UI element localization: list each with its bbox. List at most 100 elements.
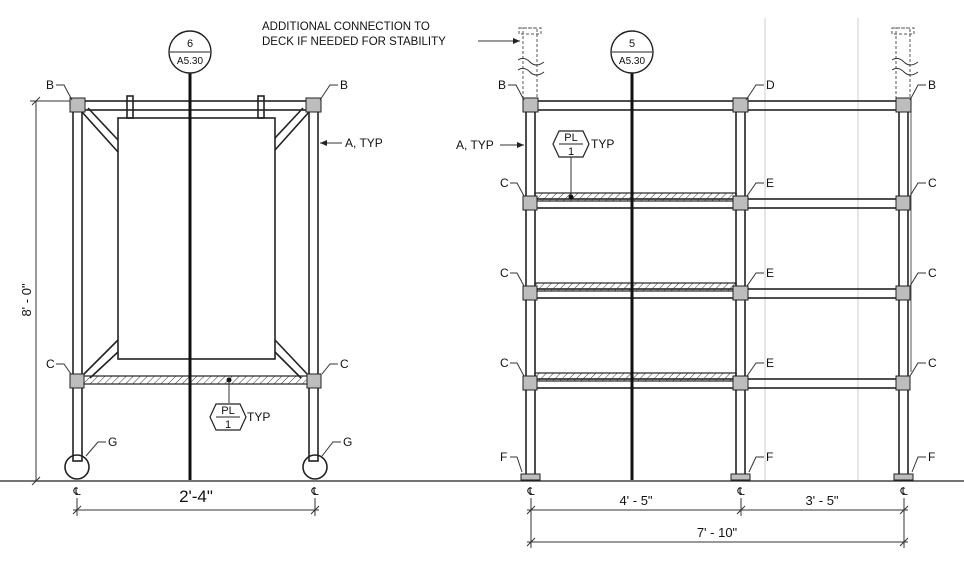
dimension-tick bbox=[31, 476, 41, 486]
connection-plate-c bbox=[69, 373, 85, 389]
section-number: 6 bbox=[187, 38, 193, 50]
leader-line bbox=[909, 362, 926, 377]
connection-plate-c bbox=[522, 285, 538, 301]
shelf-plate bbox=[534, 282, 737, 292]
break-symbol bbox=[517, 67, 545, 76]
leader-line bbox=[909, 182, 926, 197]
left-bay-dimension: 4' - 5" bbox=[619, 493, 652, 508]
hanger-hook bbox=[257, 95, 265, 119]
brace bbox=[274, 111, 310, 151]
callout-f: F bbox=[766, 450, 773, 464]
connection-plate-b bbox=[305, 97, 322, 113]
leader-line bbox=[508, 84, 525, 101]
leader-line bbox=[746, 272, 764, 287]
connection-plate-b bbox=[522, 97, 539, 113]
dimension-tick bbox=[31, 96, 41, 106]
caster-wheel bbox=[64, 454, 90, 480]
section-number: 5 bbox=[629, 38, 635, 50]
leader-line bbox=[909, 272, 926, 287]
callout-b: B bbox=[928, 78, 936, 92]
svg-text:DECK IF NEEDED FOR STABILITY: DECK IF NEEDED FOR STABILITY bbox=[262, 36, 446, 48]
leader-line bbox=[909, 84, 926, 101]
dimension-tick bbox=[526, 537, 536, 547]
top-beam bbox=[77, 100, 315, 111]
centerline-symbol: ℄ bbox=[736, 486, 744, 498]
callout-c: C bbox=[46, 357, 55, 371]
callout-c: C bbox=[928, 176, 937, 190]
connection-plate-c bbox=[306, 373, 322, 389]
leader-line bbox=[746, 362, 764, 377]
brace bbox=[81, 111, 119, 153]
svg-text:ADDITIONAL CONNECTION TO: ADDITIONAL CONNECTION TO bbox=[262, 21, 430, 33]
dimension-tick bbox=[899, 537, 909, 547]
svg-text:PL: PL bbox=[221, 405, 234, 417]
callout-b: B bbox=[46, 78, 54, 92]
plate-tag-left: PL 1 TYP bbox=[209, 403, 270, 431]
leader-line bbox=[745, 84, 764, 101]
callout-c: C bbox=[928, 356, 937, 370]
svg-text:TYP: TYP bbox=[591, 137, 614, 151]
brace bbox=[89, 351, 119, 379]
hanger-hook bbox=[126, 95, 134, 119]
callout-a-typ: A, TYP bbox=[345, 136, 383, 150]
deck-connection-cap bbox=[891, 27, 915, 35]
connection-plate-b bbox=[69, 97, 86, 113]
leader-line bbox=[85, 441, 106, 457]
post-left bbox=[72, 100, 83, 462]
plate-leader-dot bbox=[568, 194, 574, 200]
centerline-symbol: ℄ bbox=[899, 486, 907, 498]
svg-text:1: 1 bbox=[225, 419, 231, 431]
leader-line bbox=[56, 84, 73, 101]
svg-text:PL: PL bbox=[564, 132, 577, 144]
callout-c: C bbox=[500, 266, 509, 280]
display-panel bbox=[117, 117, 276, 360]
width-dimension: 2'-4" bbox=[179, 487, 213, 506]
break-symbol bbox=[891, 57, 919, 66]
brace bbox=[274, 107, 304, 139]
overall-dimension: 7' - 10" bbox=[697, 525, 738, 540]
callout-g: G bbox=[343, 435, 352, 449]
section-sheet: A5.30 bbox=[177, 56, 204, 67]
dimension-tick bbox=[736, 505, 746, 515]
callout-e: E bbox=[766, 266, 774, 280]
leader-line bbox=[510, 362, 525, 377]
foot-plate-f bbox=[520, 473, 541, 481]
connection-plate-c bbox=[522, 195, 538, 211]
connection-plate-e bbox=[732, 285, 749, 301]
callout-e: E bbox=[766, 356, 774, 370]
break-symbol bbox=[891, 67, 919, 76]
leader-line bbox=[911, 456, 926, 473]
svg-text:1: 1 bbox=[568, 146, 574, 158]
leader-line bbox=[321, 441, 341, 457]
deck-connection-cap bbox=[518, 27, 542, 35]
leader-line bbox=[510, 456, 523, 473]
section-marker-6: 6 A5.30 bbox=[168, 30, 212, 74]
break-symbol bbox=[517, 57, 545, 66]
dimension-tick bbox=[310, 505, 320, 515]
post-right bbox=[308, 100, 319, 462]
callout-a-typ: A, TYP bbox=[456, 138, 494, 152]
connection-plate-d bbox=[732, 97, 749, 113]
connection-plate-c bbox=[895, 195, 911, 211]
connection-plate-c bbox=[895, 285, 911, 301]
leader-line bbox=[319, 84, 338, 101]
foot-plate-f bbox=[730, 473, 751, 481]
left-elevation: 6 A5.30 PL 1 TYP B B A, TYP C C G G bbox=[19, 30, 383, 516]
centerline-symbol: ℄ bbox=[72, 486, 80, 498]
leader-line bbox=[746, 182, 764, 197]
callout-b: B bbox=[340, 78, 348, 92]
right-bay-dimension: 3' - 5" bbox=[805, 493, 838, 508]
foot-plate-f bbox=[893, 473, 914, 481]
callout-b: B bbox=[498, 78, 506, 92]
centerline-symbol: ℄ bbox=[526, 486, 534, 498]
connection-plate-e bbox=[732, 375, 749, 391]
dimension-tick bbox=[72, 505, 82, 515]
right-elevation: 5 A5.30 PL 1 TYP B D B A, TYP C C C E E bbox=[456, 27, 937, 548]
stability-note: ADDITIONAL CONNECTION TO DECK IF NEEDED … bbox=[262, 21, 520, 48]
dimension-tick bbox=[526, 505, 536, 515]
connection-plate-c bbox=[522, 375, 538, 391]
callout-f: F bbox=[500, 450, 507, 464]
centerline-symbol: ℄ bbox=[310, 486, 318, 498]
leader-line bbox=[321, 363, 338, 375]
svg-text:TYP: TYP bbox=[247, 410, 270, 424]
